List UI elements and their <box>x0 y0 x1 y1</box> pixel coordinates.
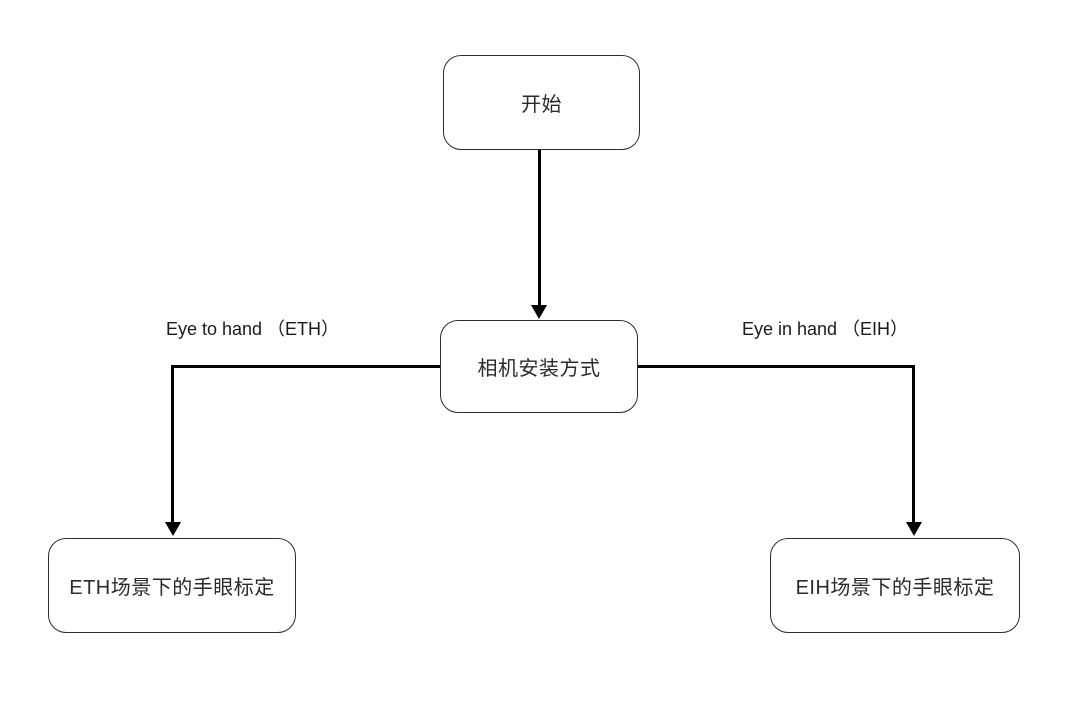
connector-decision-to-eih-horizontal <box>638 365 915 368</box>
node-eih-handeye-calibration-label: EIH场景下的手眼标定 <box>795 577 995 599</box>
node-eth-handeye-calibration: ETH场景下的手眼标定 <box>48 538 296 633</box>
edge-label-eye-to-hand: Eye to hand （ETH） <box>165 319 340 339</box>
node-eih-handeye-calibration: EIH场景下的手眼标定 <box>770 538 1020 633</box>
arrowhead-down-icon <box>531 305 547 319</box>
node-start-label: 开始 <box>521 94 562 116</box>
connector-start-to-decision-line <box>537 150 541 307</box>
connector-decision-to-eih-vertical <box>912 365 915 524</box>
connector-decision-to-eth-vertical <box>171 365 174 524</box>
arrowhead-down-icon <box>905 522 922 536</box>
node-eth-handeye-calibration-label: ETH场景下的手眼标定 <box>69 577 275 599</box>
edge-label-eye-in-hand: Eye in hand （EIH） <box>741 319 909 339</box>
node-camera-mount-method: 相机安装方式 <box>440 320 638 413</box>
node-start: 开始 <box>443 55 640 150</box>
connector-decision-to-eth-horizontal <box>171 365 440 368</box>
node-camera-mount-method-label: 相机安装方式 <box>477 358 601 380</box>
arrowhead-down-icon <box>164 522 181 536</box>
